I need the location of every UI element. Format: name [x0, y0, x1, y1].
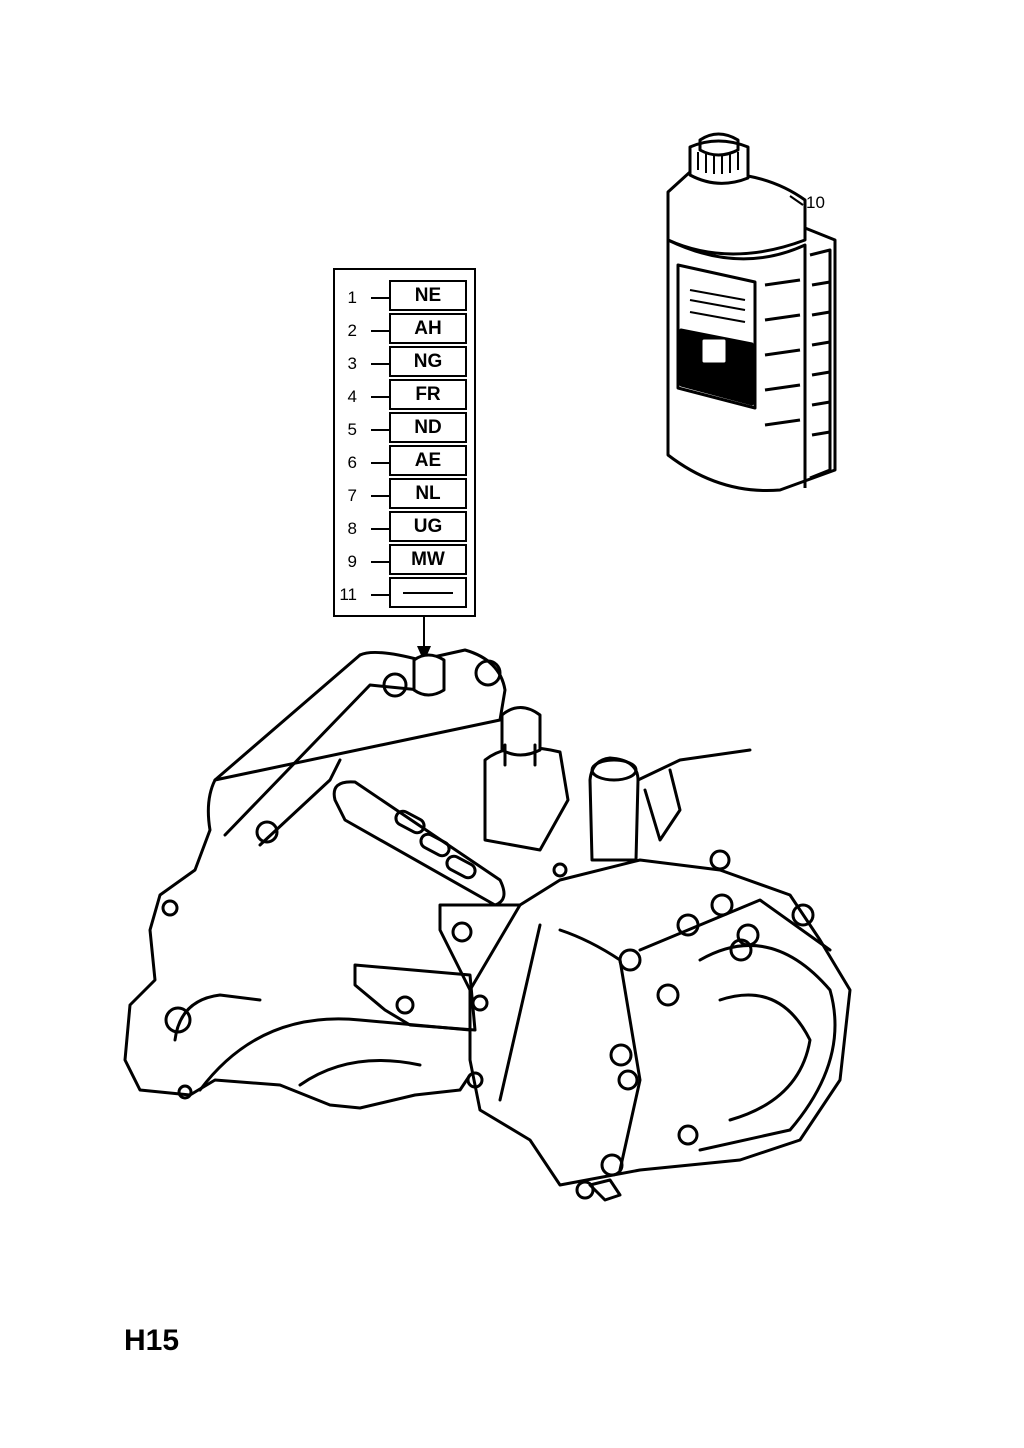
page-code: H15	[124, 1324, 180, 1357]
leader-line	[371, 396, 391, 398]
callout-number: 2	[347, 321, 357, 340]
leader-line	[371, 561, 391, 563]
leader-line	[371, 528, 391, 530]
leader-line	[371, 363, 391, 365]
code-cell: AE	[389, 445, 467, 476]
leader-line	[371, 297, 391, 299]
dash-mark	[403, 591, 453, 594]
code-cell: NL	[389, 478, 467, 509]
leader-line	[371, 429, 391, 431]
code-row: 1 NE	[335, 280, 474, 313]
callout-number: 8	[347, 519, 357, 538]
code-row: 11	[335, 577, 474, 610]
callout-number: 5	[347, 420, 357, 439]
leader-line	[371, 495, 391, 497]
leader-line	[371, 330, 391, 332]
leader-line	[371, 462, 391, 464]
code-cell: NG	[389, 346, 467, 377]
callout-number: 11	[339, 585, 357, 604]
code-cell: AH	[389, 313, 467, 344]
callout-number: 1	[347, 288, 357, 307]
code-cell: FR	[389, 379, 467, 410]
code-cell: ND	[389, 412, 467, 443]
code-row: 3 NG	[335, 346, 474, 379]
code-cell-empty	[389, 577, 467, 608]
code-row: 7 NL	[335, 478, 474, 511]
code-row: 6 AE	[335, 445, 474, 478]
code-cell: NE	[389, 280, 467, 311]
callout-number: 9	[347, 552, 357, 571]
code-cell: UG	[389, 511, 467, 542]
callout-number: 7	[347, 486, 357, 505]
callout-number: 6	[347, 453, 357, 472]
code-row: 9 MW	[335, 544, 474, 577]
callout-number: 3	[347, 354, 357, 373]
callout-oil-bottle: 10	[806, 193, 825, 212]
code-cell: MW	[389, 544, 467, 575]
code-row: 4 FR	[335, 379, 474, 412]
leader-line	[371, 594, 391, 596]
callout-number: 4	[347, 387, 357, 406]
code-row: 2 AH	[335, 313, 474, 346]
parts-code-table: 1 NE 2 AH 3 NG 4 FR 5 ND 6 AE	[333, 268, 476, 617]
code-row: 5 ND	[335, 412, 474, 445]
code-row: 8 UG	[335, 511, 474, 544]
